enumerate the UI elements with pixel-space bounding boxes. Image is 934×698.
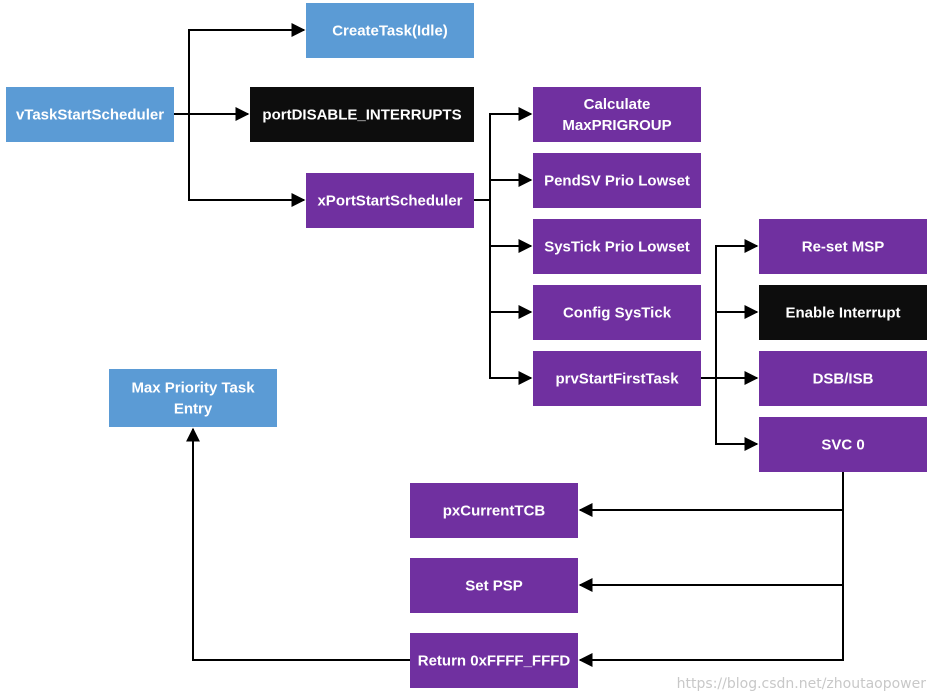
- node-pendsv-prio-lowset: PendSV Prio Lowset: [533, 153, 701, 208]
- node-label: SVC 0: [821, 437, 864, 454]
- node-box: [533, 153, 701, 208]
- arrow-prv-start-first-task-to-svc-0: [701, 377, 759, 451]
- node-box: [410, 483, 578, 538]
- node-enable-interrupt: Enable Interrupt: [759, 285, 927, 340]
- node-box: [759, 285, 927, 340]
- node-box: [306, 173, 474, 228]
- node-reset-msp: Re-set MSP: [759, 219, 927, 274]
- node-label: vTaskStartScheduler: [16, 107, 164, 124]
- node-box: [410, 633, 578, 688]
- arrow-svc-0-to-px-current-tcb: [578, 472, 844, 517]
- node-prv-start-first-task: prvStartFirstTask: [533, 351, 701, 406]
- arrow-x-port-start-scheduler-to-config-systick: [474, 199, 533, 319]
- watermark-text: https://blog.csdn.net/zhoutaopower: [676, 676, 926, 692]
- arrow-x-port-start-scheduler-to-systick-prio-lowset: [474, 199, 533, 253]
- flowchart-nodes: vTaskStartScheduler CreateTask(Idle) portD…: [6, 3, 927, 688]
- node-label: Max Priority Task: [131, 380, 255, 397]
- node-box: [533, 351, 701, 406]
- node-label: SysTick Prio Lowset: [544, 239, 690, 256]
- node-label: prvStartFirstTask: [555, 371, 679, 388]
- node-box: [533, 87, 701, 142]
- node-label: Calculate: [584, 96, 651, 113]
- node-box: [759, 417, 927, 472]
- node-label: Entry: [174, 401, 213, 418]
- node-port-disable-interrupts: portDISABLE_INTERRUPTS: [250, 87, 474, 142]
- node-config-systick: Config SysTick: [533, 285, 701, 340]
- node-label: Return 0xFFFF_FFFD: [418, 653, 571, 670]
- node-label: pxCurrentTCB: [443, 503, 546, 520]
- node-box: [250, 87, 474, 142]
- node-box: [759, 219, 927, 274]
- node-label: Enable Interrupt: [785, 305, 900, 322]
- node-label: xPortStartScheduler: [317, 193, 462, 210]
- node-label: portDISABLE_INTERRUPTS: [262, 107, 461, 124]
- node-label: Config SysTick: [563, 305, 672, 322]
- node-dsb-isb: DSB/ISB: [759, 351, 927, 406]
- arrow-svc-0-to-return-exc: [578, 472, 844, 667]
- node-x-port-start-scheduler: xPortStartScheduler: [306, 173, 474, 228]
- node-label: CreateTask(Idle): [332, 23, 448, 40]
- node-set-psp: Set PSP: [410, 558, 578, 613]
- node-label: DSB/ISB: [813, 371, 874, 388]
- node-box: [533, 219, 701, 274]
- arrow-x-port-start-scheduler-to-prv-start-first-task: [474, 199, 533, 385]
- node-box: [759, 351, 927, 406]
- node-box: [533, 285, 701, 340]
- node-px-current-tcb: pxCurrentTCB: [410, 483, 578, 538]
- node-box: [6, 87, 174, 142]
- node-label: PendSV Prio Lowset: [544, 173, 690, 190]
- node-v-task-start-scheduler: vTaskStartScheduler: [6, 87, 174, 142]
- node-systick-prio-lowset: SysTick Prio Lowset: [533, 219, 701, 274]
- node-label: MaxPRIGROUP: [562, 117, 671, 134]
- node-create-task-idle: CreateTask(Idle): [306, 3, 474, 58]
- arrow-x-port-start-scheduler-to-pendsv-prio-lowset: [474, 173, 533, 201]
- arrow-v-task-start-scheduler-to-x-port-start-scheduler: [174, 113, 306, 207]
- node-label: Re-set MSP: [802, 239, 885, 256]
- node-box: [410, 558, 578, 613]
- node-box: [109, 369, 277, 427]
- arrow-return-exc-to-max-priority-task-entry: [186, 427, 410, 661]
- arrow-prv-start-first-task-to-enable-interrupt: [701, 305, 759, 379]
- node-box: [306, 3, 474, 58]
- node-label: Set PSP: [465, 578, 523, 595]
- arrow-x-port-start-scheduler-to-calculate-maxprigroup: [474, 107, 533, 201]
- node-svc-0: SVC 0: [759, 417, 927, 472]
- connector-lines: [174, 23, 844, 667]
- node-return-exc: Return 0xFFFF_FFFD: [410, 633, 578, 688]
- arrow-svc-0-to-set-psp: [578, 472, 844, 592]
